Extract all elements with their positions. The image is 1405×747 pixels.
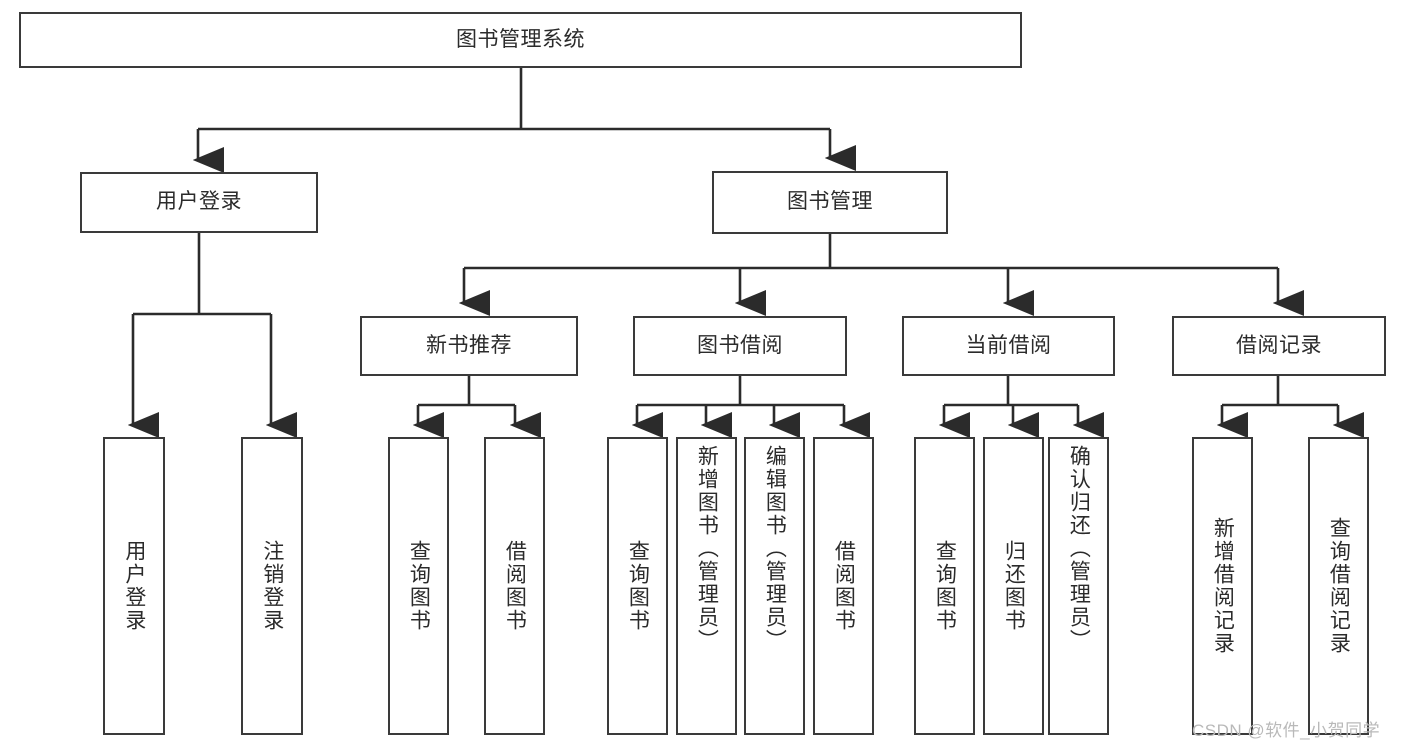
leaf-query-book-2[interactable]: 查询图书 [607,437,668,735]
edge-borrow-record-to-leaves [1216,376,1364,438]
leaf-query-book-2-label: 查询图书 [626,540,650,632]
leaf-borrow-book-2-label: 借阅图书 [832,540,856,632]
leaf-query-record-label: 查询借阅记录 [1327,517,1351,655]
leaf-return-book-label: 归还图书 [1002,540,1026,632]
leaf-confirm-return[interactable]: 确认归还（管理员） [1048,437,1109,735]
leaf-add-record[interactable]: 新增借阅记录 [1192,437,1253,735]
leaf-add-book[interactable]: 新增图书（管理员） [676,437,737,735]
edge-root-to-level2 [192,68,856,173]
leaf-edit-book[interactable]: 编辑图书（管理员） [744,437,805,735]
edge-user-login-to-leaves [127,233,297,438]
leaf-borrow-book-1[interactable]: 借阅图书 [484,437,545,735]
node-user-login-label: 用户登录 [156,190,242,214]
leaf-user-login[interactable]: 用户登录 [103,437,165,735]
edge-current-borrow-to-leaves [938,376,1104,438]
leaf-confirm-return-label: 确认归还（管理员） [1067,445,1091,652]
node-borrow-record-label: 借阅记录 [1236,333,1322,357]
leaf-add-book-label: 新增图书（管理员） [695,445,719,652]
node-borrow-record[interactable]: 借阅记录 [1172,316,1386,376]
leaf-user-logout[interactable]: 注销登录 [241,437,303,735]
leaf-borrow-book-2[interactable]: 借阅图书 [813,437,874,735]
node-user-login[interactable]: 用户登录 [80,172,318,233]
node-root[interactable]: 图书管理系统 [19,12,1022,68]
leaf-return-book[interactable]: 归还图书 [983,437,1044,735]
node-book-manage[interactable]: 图书管理 [712,171,948,234]
node-root-label: 图书管理系统 [456,27,585,51]
leaf-query-record[interactable]: 查询借阅记录 [1308,437,1369,735]
node-new-book-recommend-label: 新书推荐 [426,333,512,357]
leaf-query-book-1-label: 查询图书 [407,540,431,632]
leaf-add-record-label: 新增借阅记录 [1211,517,1235,655]
node-current-borrow-label: 当前借阅 [965,333,1052,357]
leaf-borrow-book-1-label: 借阅图书 [503,540,527,632]
leaf-user-logout-label: 注销登录 [260,540,284,632]
leaf-query-book-3[interactable]: 查询图书 [914,437,975,735]
node-current-borrow[interactable]: 当前借阅 [902,316,1115,376]
leaf-user-login-label: 用户登录 [122,540,146,632]
edge-book-manage-to-level3 [458,234,1304,316]
leaf-query-book-1[interactable]: 查询图书 [388,437,449,735]
node-new-book-recommend[interactable]: 新书推荐 [360,316,578,376]
csdn-watermark: CSDN @软件_小贺同学 [1192,721,1381,740]
node-book-borrow-label: 图书借阅 [697,333,783,357]
leaf-edit-book-label: 编辑图书（管理员） [763,445,787,652]
node-book-manage-label: 图书管理 [787,190,873,214]
edge-book-borrow-to-leaves [631,376,870,438]
node-book-borrow[interactable]: 图书借阅 [633,316,847,376]
leaf-query-book-3-label: 查询图书 [933,540,957,632]
edge-new-book-recommend-to-leaves [412,376,541,438]
